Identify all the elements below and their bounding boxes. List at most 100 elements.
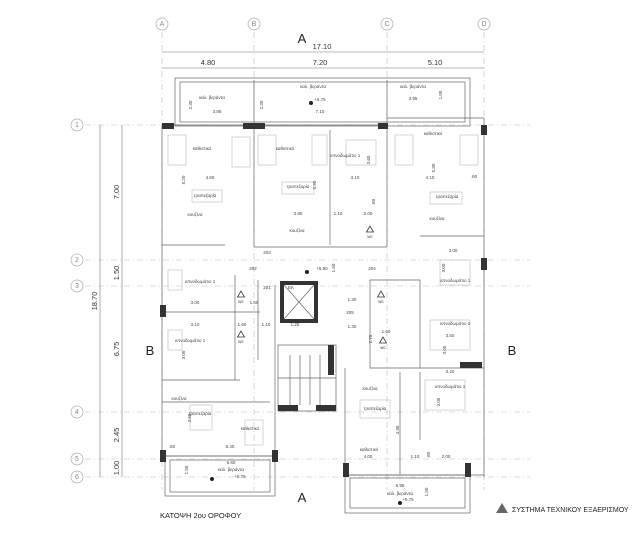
warning-triangle-icon bbox=[236, 290, 246, 298]
warning-triangle-icon bbox=[376, 290, 386, 298]
row-dim-2-3: 1.50 bbox=[112, 266, 121, 281]
room-label: υπνοδωμάτιο 1 bbox=[185, 278, 216, 284]
grid-column-markers: A B C D bbox=[155, 17, 491, 31]
row-dim-3-4: 6.75 bbox=[112, 342, 121, 357]
dimension-label: 1.60 bbox=[250, 300, 259, 305]
dimension-label: 3.80 bbox=[294, 211, 303, 216]
dimension-label: 4.60 bbox=[206, 175, 215, 180]
room-label: τραπεζαρία bbox=[364, 406, 387, 411]
dimension-label: 4.90 bbox=[395, 425, 400, 434]
bay-dim-bc: 7.20 bbox=[313, 58, 328, 67]
dimension-label: 1.30 bbox=[348, 297, 357, 302]
dimension-label: 201 bbox=[263, 285, 271, 290]
balconies bbox=[164, 77, 471, 514]
dimension-label: .60 bbox=[169, 444, 176, 449]
dimension-label: 3.00 bbox=[191, 300, 200, 305]
room-label: τραπεζαρία bbox=[436, 194, 459, 199]
dimension-label: 3.05 bbox=[442, 345, 447, 354]
section-mark-left: B bbox=[146, 343, 155, 358]
dimension-label: 5.80 bbox=[431, 163, 436, 172]
dimension-label: 1.10 bbox=[334, 211, 343, 216]
room-label: κουζίνα bbox=[188, 212, 203, 217]
dimension-label: 2.30 bbox=[188, 100, 193, 109]
grid-col-b: B bbox=[252, 21, 257, 28]
dimension-label: .60 bbox=[371, 198, 376, 205]
grid-row-1: 1 bbox=[75, 122, 79, 129]
wc-label: wc bbox=[380, 345, 386, 350]
dimension-label: 5.40 bbox=[226, 444, 235, 449]
wc-label: wc bbox=[378, 299, 384, 304]
grid-row-4: 4 bbox=[75, 409, 79, 416]
room-label: τραπεζαρία bbox=[189, 411, 212, 416]
section-mark-bottom: A bbox=[298, 490, 307, 505]
dimension-label: 1.50 bbox=[424, 487, 429, 496]
grid-row-markers: 1 2 3 4 5 6 bbox=[70, 118, 84, 484]
room-label: υπνοδωμάτιο 2 bbox=[440, 320, 471, 326]
grid-lines bbox=[85, 32, 530, 490]
dimension-label: .60 bbox=[426, 451, 431, 458]
grid-col-d: D bbox=[481, 21, 486, 28]
dimension-label: 5.20 bbox=[181, 175, 186, 184]
room-label: καθιστικό bbox=[193, 145, 212, 151]
dimension-label: +5.75 bbox=[402, 497, 414, 502]
room-label: υπνοδωμάτιο 1 bbox=[175, 337, 206, 343]
dimension-label: 3.95 bbox=[409, 96, 418, 101]
dimension-label: 203 bbox=[263, 250, 271, 255]
room-label: τραπεζαρία bbox=[194, 193, 217, 198]
warning-triangle-icon bbox=[365, 225, 375, 233]
dimension-label: 1.10 bbox=[411, 454, 420, 459]
room-label: κουζίνα bbox=[430, 216, 445, 221]
wc-label: wc bbox=[367, 234, 373, 239]
room-label: καθιστικό bbox=[241, 425, 260, 431]
dimension-label: 4.00 bbox=[364, 454, 373, 459]
grid-row-6: 6 bbox=[75, 474, 79, 481]
dimension-label: .60 bbox=[471, 174, 478, 179]
room-label: κουζίνα bbox=[290, 228, 305, 233]
overall-width-dim: 17.10 bbox=[313, 42, 332, 51]
ventilation-markers bbox=[236, 225, 388, 344]
dimension-label: 3.00 bbox=[449, 248, 458, 253]
row-dim-5-6: 1.00 bbox=[112, 461, 121, 476]
room-label: καλ. βεράντα bbox=[400, 83, 426, 89]
dimension-label: +5.75 bbox=[314, 97, 326, 102]
dimension-label: 2.75 bbox=[368, 334, 373, 343]
dimension-label: 1.60 bbox=[238, 322, 247, 327]
level-markers bbox=[210, 101, 402, 505]
dimension-label: 3.00 bbox=[181, 350, 186, 359]
dimension-label: 3.05 bbox=[436, 397, 441, 406]
dimension-label: 2.00 bbox=[442, 454, 451, 459]
dimension-lines: 17.10 4.80 7.20 5.10 18.70 7.00 1.50 6.7… bbox=[90, 42, 484, 477]
dimension-label: 5.90 bbox=[312, 180, 317, 189]
room-label: καλ. βεράντα bbox=[387, 490, 413, 496]
room-label: υπνοδωμάτιο 1 bbox=[330, 152, 361, 158]
room-label: ΕΚ bbox=[288, 285, 294, 290]
dimension-label: 6.95 bbox=[396, 483, 405, 488]
dimension-label: 4.10 bbox=[426, 175, 435, 180]
dimension-label: 1.00 bbox=[438, 90, 443, 99]
dimension-label: 1.60 bbox=[382, 329, 391, 334]
dimension-label: 1.30 bbox=[348, 324, 357, 329]
wc-label: wc bbox=[238, 299, 244, 304]
dimension-label: 1.25 bbox=[291, 322, 300, 327]
dimension-label: 1.50 bbox=[331, 263, 336, 272]
dimension-label: 3.60 bbox=[366, 155, 371, 164]
dimension-label: 3.20 bbox=[446, 369, 455, 374]
warning-triangle-icon bbox=[496, 503, 508, 513]
warning-triangle-icon bbox=[236, 330, 246, 338]
row-dim-4-5: 2.45 bbox=[112, 428, 121, 443]
room-label: υπνοδωμάτιο 1 bbox=[440, 277, 471, 283]
furniture bbox=[167, 134, 479, 446]
bay-dim-cd: 5.10 bbox=[428, 58, 443, 67]
room-label: καλ. βεράντα bbox=[218, 466, 244, 472]
grid-col-c: C bbox=[384, 21, 389, 28]
room-label: καθιστικό bbox=[276, 145, 295, 151]
dimension-label: 7.10 bbox=[316, 109, 325, 114]
dimension-label: 2.00 bbox=[364, 211, 373, 216]
grid-col-a: A bbox=[160, 21, 165, 28]
dimension-label: +5.75 bbox=[234, 474, 246, 479]
walls bbox=[160, 117, 487, 477]
dimension-label: 5.60 bbox=[227, 460, 236, 465]
dimension-label: 3.10 bbox=[191, 322, 200, 327]
